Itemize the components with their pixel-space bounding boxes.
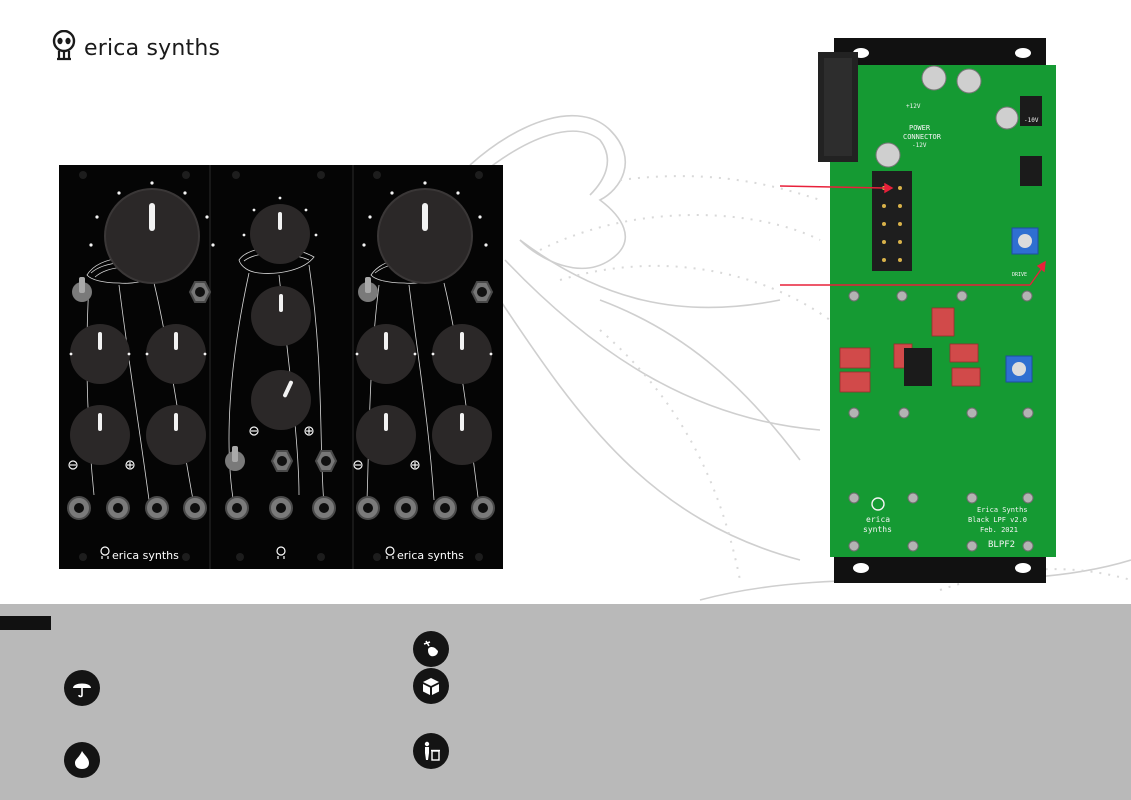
knob-small-left-1[interactable] (70, 324, 130, 384)
svg-text:Erica Synths: Erica Synths (977, 506, 1028, 514)
svg-text:Feb. 2021: Feb. 2021 (980, 526, 1018, 534)
svg-text:Black LPF v2.0: Black LPF v2.0 (968, 516, 1027, 524)
svg-text:synths: synths (863, 525, 892, 534)
brand-name: erica synths (84, 35, 221, 61)
knob-small-left-4[interactable] (146, 405, 206, 465)
svg-text:CONNECTOR: CONNECTOR (903, 133, 942, 141)
svg-text:-10V: -10V (1024, 117, 1039, 124)
knob-large-left[interactable] (104, 188, 200, 284)
brand-logo: erica synths (52, 28, 252, 68)
knob-center-top[interactable] (250, 204, 310, 264)
toggle-switch-center[interactable] (225, 446, 245, 471)
pcb-board-photo: POWER CONNECTOR +12V -12V -10V DRIVE Eri… (818, 38, 1056, 583)
hand-drop-icon (413, 631, 449, 667)
toggle-switch-left[interactable] (72, 277, 92, 302)
knob-small-left-3[interactable] (70, 405, 130, 465)
panel-footer-right: erica synths (385, 546, 464, 562)
jack-group[interactable] (67, 281, 495, 520)
footer-band (0, 604, 1131, 800)
svg-text:erica: erica (866, 515, 890, 524)
svg-text:BLPF2: BLPF2 (988, 540, 1015, 550)
knob-center-low[interactable] (251, 370, 311, 430)
footer-band-tab (0, 616, 51, 630)
umbrella-icon (64, 670, 100, 706)
pcb-logo: erica synths (863, 497, 892, 534)
alien-head-icon (52, 29, 76, 67)
knob-large-right[interactable] (377, 188, 473, 284)
recycle-box-icon (413, 668, 449, 704)
svg-text:-12V: -12V (912, 142, 927, 149)
person-trash-icon (413, 733, 449, 769)
knob-small-left-2[interactable] (146, 324, 206, 384)
knob-small-right-1[interactable] (356, 324, 416, 384)
svg-text:POWER: POWER (909, 124, 931, 132)
toggle-switch-right[interactable] (358, 277, 378, 302)
flame-icon (64, 742, 100, 778)
knob-center-mid[interactable] (251, 286, 311, 346)
alien-head-icon (276, 546, 286, 559)
svg-text:erica synths: erica synths (112, 549, 179, 562)
svg-text:erica synths: erica synths (397, 549, 464, 562)
knob-small-right-4[interactable] (432, 405, 492, 465)
svg-text:DRIVE: DRIVE (1012, 272, 1027, 278)
svg-text:+12V: +12V (906, 103, 921, 110)
knob-small-right-2[interactable] (432, 324, 492, 384)
eurorack-front-panel: erica synths erica synths (59, 165, 503, 569)
knob-small-right-3[interactable] (356, 405, 416, 465)
annotation-arrows (780, 182, 1046, 286)
panel-footer-left: erica synths (100, 546, 179, 562)
